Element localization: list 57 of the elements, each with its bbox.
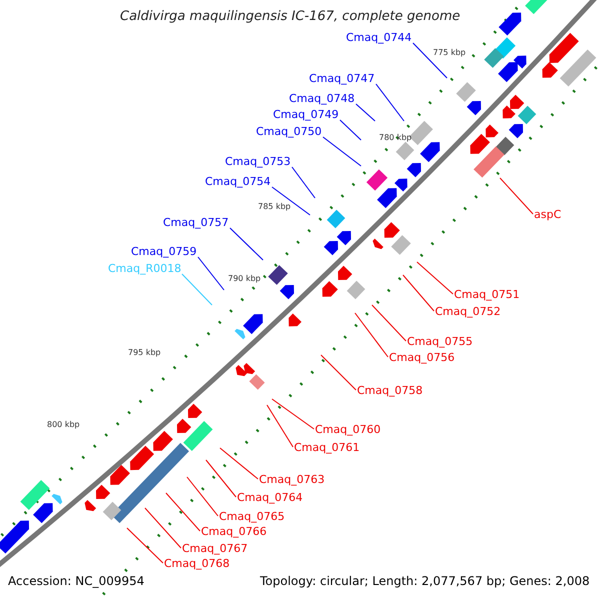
leader-line	[416, 262, 454, 294]
leader-line	[206, 460, 236, 498]
leader-line	[272, 186, 310, 216]
gene-label: Cmaq_0765	[219, 510, 285, 522]
gene-label: aspC	[534, 208, 562, 220]
leader-line	[144, 508, 182, 548]
gene-label: Cmaq_0757	[163, 217, 229, 228]
gene-label: Cmaq_0759	[131, 246, 197, 257]
leader-line	[322, 136, 362, 166]
gene-label: Cmaq_0768	[164, 558, 230, 568]
gene-label: Cmaq_0752	[435, 306, 501, 316]
title: Caldivirga maquilingensis IC-167, complete genome	[120, 10, 460, 23]
scale-label: 780 kbp	[379, 134, 412, 142]
gene-label: Cmaq_0753	[225, 156, 291, 167]
scale-label: 785 kbp	[258, 203, 291, 211]
leader-line	[292, 166, 316, 198]
gene-label: Cmaq_0749	[273, 109, 339, 120]
leader-line	[500, 178, 534, 214]
gene-label: Cmaq_0764	[237, 492, 303, 502]
leader-line	[126, 528, 164, 564]
leader-line	[354, 312, 388, 358]
gene-label: Cmaq_0748	[289, 93, 355, 104]
leader-line	[266, 404, 294, 448]
gene-label: Cmaq_0751	[454, 288, 520, 300]
gene-label: Cmaq_0755	[407, 336, 473, 346]
scale-label: 795 kbp	[128, 349, 161, 357]
gene-label: Cmaq_0763	[259, 474, 325, 484]
footer-text: Topology: circular; Length: 2,077,567 bp; Genes: 2,008	[260, 575, 590, 587]
gene-label: Cmaq_R0018	[108, 263, 182, 274]
gene-label: Cmaq_0758	[357, 384, 423, 396]
leader-line	[230, 228, 264, 260]
gene-label: Cmaq_0744	[346, 32, 412, 43]
leader-line	[272, 398, 314, 430]
leader-line	[376, 84, 404, 122]
leader-line	[412, 42, 448, 78]
gene-label: Cmaq_0750	[256, 126, 322, 137]
scale-label: 775 kbp	[433, 49, 466, 57]
gene-label: Cmaq_0767	[182, 542, 248, 554]
gene-label: Cmaq_0756	[389, 352, 455, 362]
gene-label: Cmaq_0747	[309, 73, 375, 84]
leader-line	[182, 274, 212, 306]
leader-line	[320, 354, 356, 390]
leader-line	[340, 120, 362, 140]
leader-line	[402, 274, 434, 312]
scale-label: 800 kbp	[47, 421, 80, 429]
gene-label: Cmaq_0754	[205, 176, 271, 187]
leader-line	[356, 104, 376, 122]
footer-text: Accession: NC_009954	[8, 575, 144, 587]
gene-label: Cmaq_0761	[294, 442, 360, 452]
leader-line	[166, 492, 200, 532]
leader-line	[220, 448, 258, 480]
leader-line	[198, 256, 224, 290]
gene-label: Cmaq_0766	[201, 526, 267, 536]
leader-line	[372, 304, 406, 342]
leader-line	[186, 476, 218, 516]
scale-label: 790 kbp	[228, 275, 261, 283]
gene-label: Cmaq_0760	[315, 424, 381, 434]
